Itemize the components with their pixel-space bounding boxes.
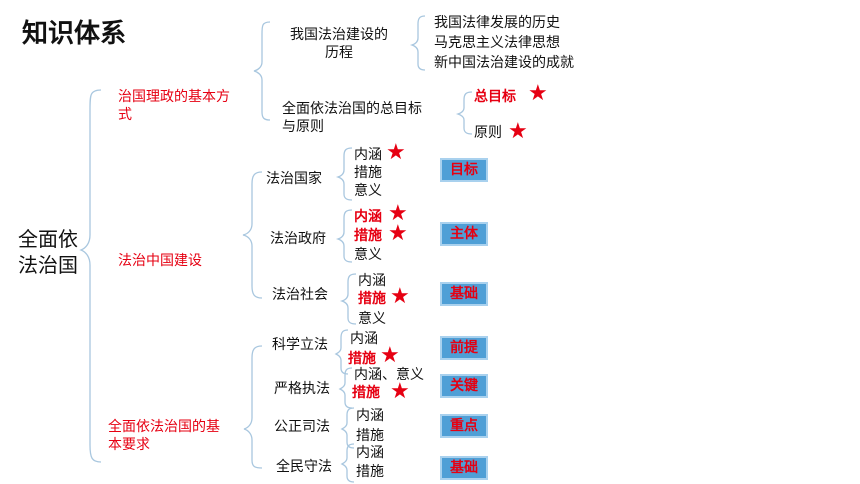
star-icon: ★ [508,119,528,144]
star-icon: ★ [388,201,408,226]
society-brace [339,273,357,325]
gov-brace [335,209,353,263]
branch-rule-of-law-china: 法治中国建设 [118,253,202,269]
leaf-connotation: 内涵 [354,209,382,225]
badge-subject: 主体 [440,222,488,246]
node-history: 我国法治建设的 历程 [290,27,388,61]
leaf-significance: 意义 [358,311,386,327]
node-scientific-legislation: 科学立法 [272,337,328,353]
page-title: 知识体系 [22,19,127,49]
justice-brace [340,407,355,449]
node-rule-of-law-society: 法治社会 [272,287,328,303]
enforcement-brace [338,367,353,409]
build-brace [242,171,263,299]
state-brace [335,147,353,201]
star-icon: ★ [380,343,400,368]
leaf-measures: 措施 [354,165,382,181]
leaf-legal-history: 我国法律发展的历史 [434,15,560,31]
leaf-measures: 措施 [356,428,384,444]
node-universal-law-abiding: 全民守法 [276,459,332,475]
leaf-connotation: 内涵 [354,147,382,163]
leaf-achievements: 新中国法治建设的成就 [434,55,574,71]
leaf-connotation: 内涵 [358,273,386,289]
badge-goal: 目标 [440,158,488,182]
leaf-measures: 措施 [356,464,384,480]
leaf-measures: 措施 [354,228,382,244]
goal-brace [455,91,473,135]
node-rule-of-law-government: 法治政府 [270,231,326,247]
node-rule-of-law-state: 法治国家 [266,171,322,187]
root-node: 全面依 法治国 [18,227,78,277]
leaf-connotation: 内涵 [350,331,378,347]
leaf-significance: 意义 [354,183,382,199]
badge-key: 关键 [440,374,488,398]
leaf-measures: 措施 [358,291,386,307]
badge-focus: 重点 [440,414,488,438]
history-brace [409,15,426,71]
leaf-marxist-thought: 马克思主义法律思想 [434,35,560,51]
root-brace [79,89,102,463]
leaf-principle: 原则 [474,125,502,141]
leaf-measures: 措施 [352,385,380,401]
star-icon: ★ [390,284,410,309]
leaf-connotation: 内涵 [356,408,384,424]
badge-foundation: 基础 [440,456,488,480]
law-abiding-brace [340,443,355,483]
leaf-significance: 意义 [354,247,382,263]
leaf-measures: 措施 [348,351,376,367]
branch-governance-mode: 治国理政的基本方 式 [118,89,230,123]
badge-foundation: 基础 [440,282,488,306]
node-strict-enforcement: 严格执法 [274,381,330,397]
mode-brace [253,21,271,121]
node-fair-justice: 公正司法 [274,419,330,435]
leaf-overall-goal: 总目标 [474,89,516,105]
star-icon: ★ [528,81,548,106]
legislation-brace [334,329,349,375]
star-icon: ★ [390,379,410,404]
req-brace [243,345,263,469]
node-goal-principle: 全面依法治国的总目标 与原则 [282,101,422,135]
leaf-connotation: 内涵 [356,445,384,461]
badge-premise: 前提 [440,336,488,360]
star-icon: ★ [388,221,408,246]
branch-basic-requirements: 全面依法治国的基 本要求 [108,419,220,453]
leaf-connotation-significance: 内涵、意义 [354,367,424,383]
star-icon: ★ [386,140,406,165]
